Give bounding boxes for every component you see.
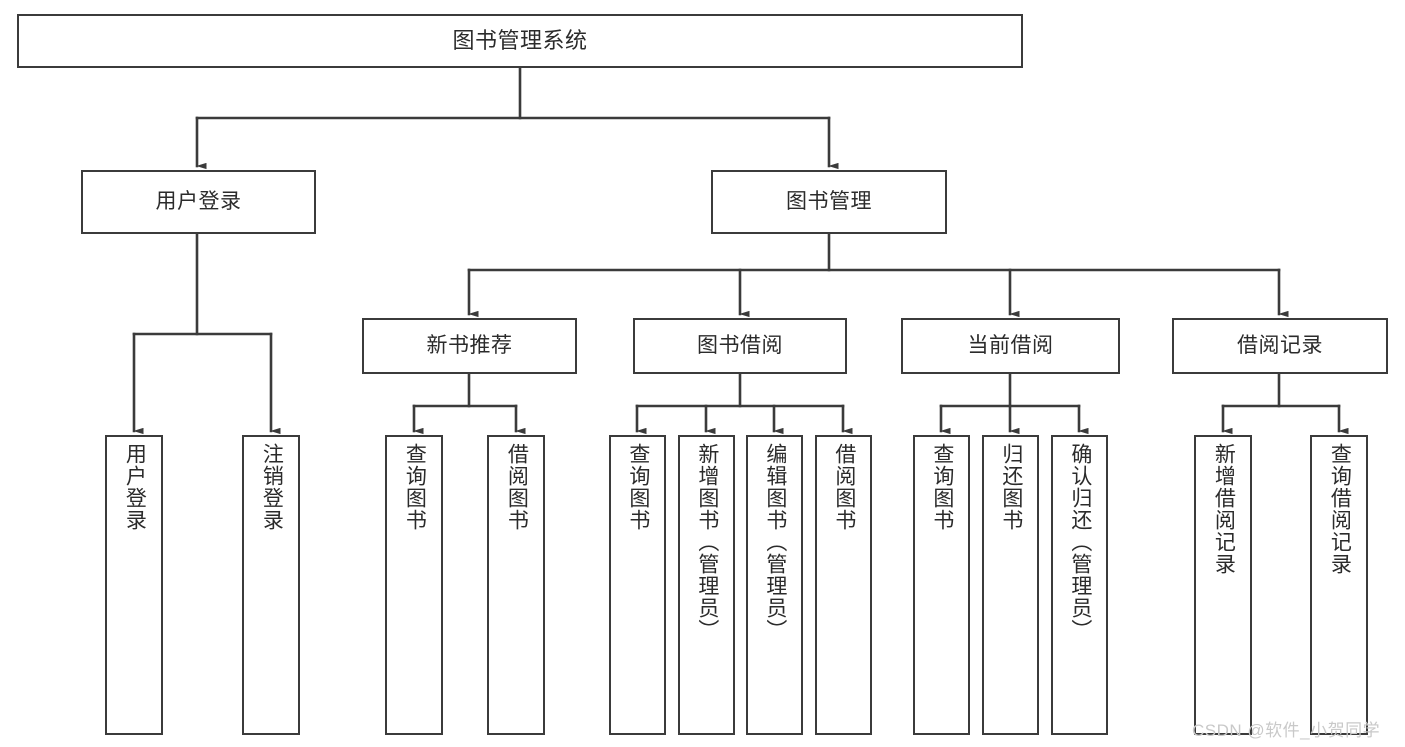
node-user-login[interactable]: 用户登录 [81,170,316,234]
node-label: 查询借阅记录 [1328,443,1352,575]
node-label: 借阅记录 [1237,334,1323,358]
node-label: 借阅图书 [832,443,856,531]
node-label: 借阅图书 [505,443,529,531]
node-label: 归还图书 [999,443,1023,531]
node-book-management-system[interactable]: 图书管理系统 [17,14,1023,68]
leaf-query-book-current[interactable]: 查询图书 [913,435,970,735]
leaf-add-book[interactable]: 新增图书（管理员） [678,435,735,735]
csdn-watermark: CSDN @软件_小贺同学 [1192,721,1381,740]
leaf-edit-book[interactable]: 编辑图书（管理员） [746,435,803,735]
node-label: 新书推荐 [426,334,513,358]
leaf-add-borrow-record[interactable]: 新增借阅记录 [1194,435,1252,735]
leaf-query-book-recommend[interactable]: 查询图书 [385,435,443,735]
node-label: 图书借阅 [697,334,783,358]
node-label: 新增借阅记录 [1212,443,1236,575]
node-borrow-record[interactable]: 借阅记录 [1172,318,1388,374]
leaf-query-borrow-record[interactable]: 查询借阅记录 [1310,435,1368,735]
node-new-book-recommend[interactable]: 新书推荐 [362,318,577,374]
node-label: 编辑图书（管理员） [763,443,787,641]
node-label: 图书管理 [786,190,872,214]
node-label: 注销登录 [260,443,284,531]
leaf-logout-login[interactable]: 注销登录 [242,435,300,735]
node-label: 图书管理系统 [452,27,588,53]
node-label: 用户登录 [155,190,242,214]
leaf-borrow-book-recommend[interactable]: 借阅图书 [487,435,545,735]
node-label: 查询图书 [626,443,650,531]
node-label: 用户登录 [123,443,147,531]
leaf-borrow-book[interactable]: 借阅图书 [815,435,872,735]
node-current-borrow[interactable]: 当前借阅 [901,318,1120,374]
leaf-query-book-borrow[interactable]: 查询图书 [609,435,666,735]
node-label: 新增图书（管理员） [695,443,719,641]
node-book-management[interactable]: 图书管理 [711,170,947,234]
leaf-confirm-return[interactable]: 确认归还（管理员） [1051,435,1108,735]
leaf-user-login[interactable]: 用户登录 [105,435,163,735]
node-label: 确认归还（管理员） [1068,443,1092,641]
node-label: 查询图书 [930,443,954,531]
leaf-return-book[interactable]: 归还图书 [982,435,1039,735]
node-label: 当前借阅 [967,334,1054,358]
node-label: 查询图书 [403,443,427,531]
node-book-borrow[interactable]: 图书借阅 [633,318,847,374]
